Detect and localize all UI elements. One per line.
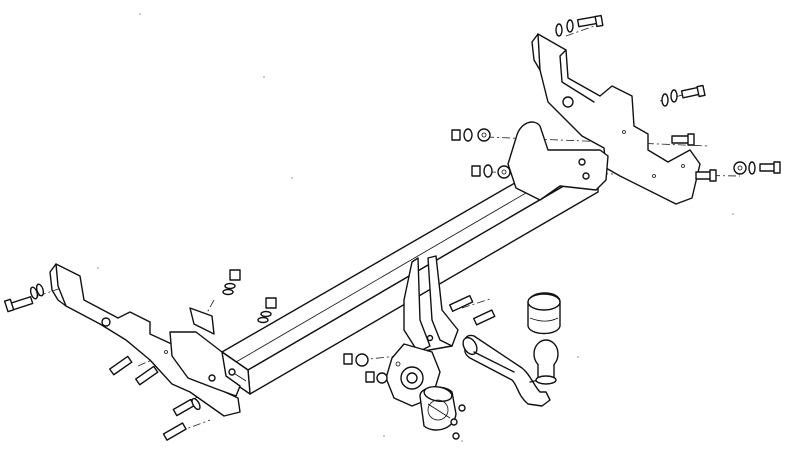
washer <box>748 161 756 175</box>
washer <box>566 19 574 33</box>
fasteners-top-right <box>555 14 706 107</box>
washer <box>222 288 234 296</box>
registration-dots <box>97 13 734 442</box>
bolt <box>162 422 187 441</box>
washer <box>35 283 45 297</box>
bolt <box>695 169 717 182</box>
fasteners-left <box>3 283 201 441</box>
bolt <box>759 161 781 174</box>
washer <box>483 164 493 178</box>
crossbar-end-plate <box>507 121 609 201</box>
washer <box>463 128 473 142</box>
tow-ball-cap <box>527 292 561 335</box>
bolt <box>134 365 159 386</box>
washer <box>376 372 388 384</box>
bolt <box>576 14 604 28</box>
washer <box>555 23 563 37</box>
fasteners-right-axis <box>451 128 781 182</box>
washer <box>257 316 269 324</box>
bolt <box>108 355 133 376</box>
washer <box>191 397 201 411</box>
tow-ball-arm <box>462 334 551 407</box>
washer <box>260 310 272 318</box>
nut <box>365 371 375 383</box>
washer <box>661 93 669 107</box>
tow-ball <box>533 339 559 385</box>
bolt <box>680 84 706 99</box>
fasteners-vertical-left <box>222 269 277 324</box>
left-mounting-bracket <box>49 263 241 417</box>
nut <box>229 269 241 281</box>
nut <box>471 165 481 177</box>
washer <box>450 418 458 426</box>
washer <box>733 161 747 175</box>
nut <box>451 129 461 141</box>
washer <box>477 128 491 142</box>
electrical-socket <box>419 385 457 431</box>
washer <box>452 432 460 440</box>
bolt <box>449 294 474 312</box>
fasteners-center <box>343 294 496 440</box>
bolt <box>472 309 496 326</box>
washer <box>355 353 369 367</box>
right-mounting-bracket <box>531 33 701 205</box>
center-hitch-bracket <box>403 255 459 353</box>
bolt <box>671 133 695 146</box>
bolt <box>3 296 34 313</box>
nut <box>343 353 353 365</box>
bolt <box>172 398 195 417</box>
left-end-plate <box>169 307 241 397</box>
washer <box>224 282 236 290</box>
washer <box>458 404 466 412</box>
washer <box>670 89 678 103</box>
washer <box>497 165 511 179</box>
nut <box>265 297 277 309</box>
